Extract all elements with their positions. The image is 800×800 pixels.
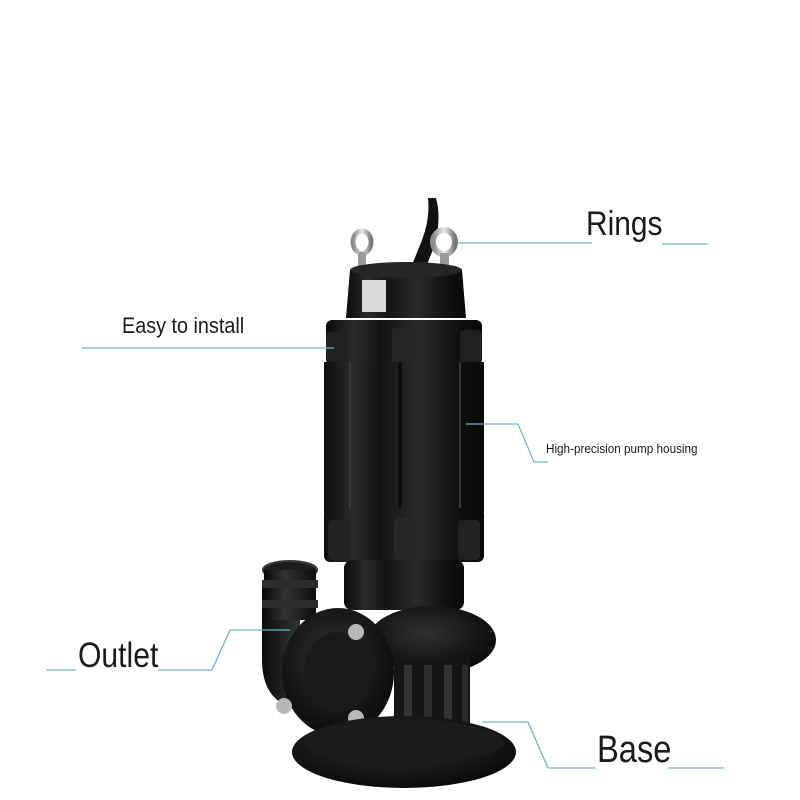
lifting-ring-right [430, 227, 458, 269]
label-base: Base [597, 729, 672, 771]
flange-bolt [348, 624, 364, 640]
label-pump-housing: High-precision pump housing [546, 441, 698, 456]
label-outlet: Outlet [78, 636, 159, 675]
flange-bolt [276, 698, 292, 714]
leader-line-base [482, 721, 596, 769]
power-cable [410, 198, 439, 272]
lifting-ring-left [350, 228, 374, 268]
label-rings: Rings [586, 205, 663, 243]
label-easy-to-install: Easy to install [122, 313, 245, 338]
pump-neck [344, 560, 464, 610]
leader-line-outlet [158, 629, 290, 671]
leader-line-housing [466, 423, 548, 463]
volute-casing [368, 606, 496, 674]
pump-illustration [262, 198, 516, 788]
leader-lines [46, 242, 724, 769]
nameplate [362, 280, 386, 312]
